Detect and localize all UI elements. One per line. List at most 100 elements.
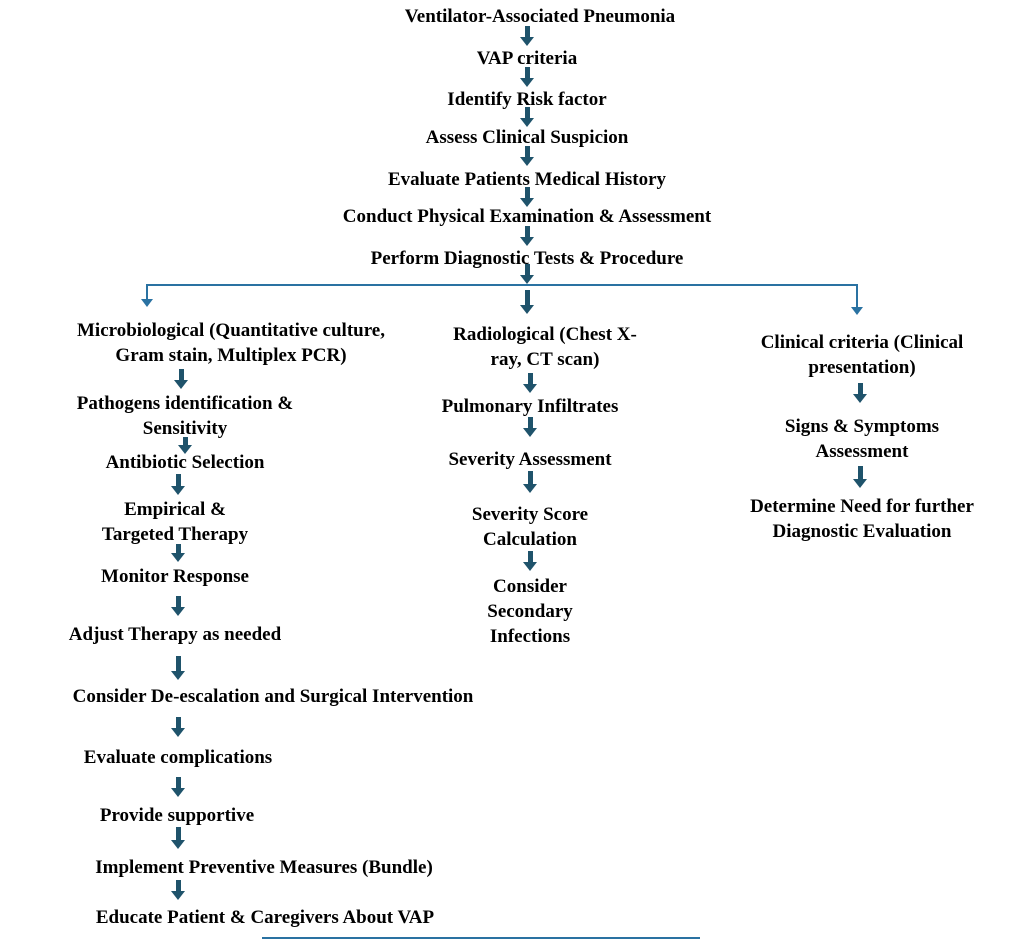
arrow-stem [527, 551, 533, 562]
arrow-down-icon [519, 290, 535, 314]
arrow-down-icon [519, 264, 535, 284]
branch-right-arrowhead-icon [851, 307, 863, 315]
step-identify-risk-factor: Identify Risk factor [447, 89, 607, 110]
step-clinical-criteria: Clinical criteria (Clinical presentation… [760, 332, 964, 378]
arrow-stem [527, 373, 533, 384]
branch-right-drop-line [856, 284, 858, 308]
step-educate-patient: Educate Patient & Caregivers About VAP [95, 907, 435, 928]
arrow-down-icon [519, 26, 535, 46]
step-microbiological: Microbiological (Quantitative culture, G… [76, 320, 385, 366]
arrow-stem [175, 544, 181, 553]
arrow-head [171, 788, 185, 797]
branch-left-drop-line [146, 284, 148, 300]
step-adjust-therapy: Adjust Therapy as needed [68, 624, 282, 645]
arrow-head [171, 486, 185, 495]
arrow-head [171, 553, 185, 562]
arrow-down-icon [170, 827, 186, 849]
step-antibiotic-selection: Antibiotic Selection [105, 452, 265, 473]
arrow-down-icon [519, 187, 535, 207]
bottom-border-line [262, 937, 700, 939]
arrow-stem [524, 187, 530, 198]
step-provide-supportive: Provide supportive [99, 805, 255, 826]
arrow-head [171, 671, 185, 680]
branch-left-arrowhead-icon [141, 299, 153, 307]
arrow-stem [524, 67, 530, 78]
arrow-down-icon [519, 107, 535, 127]
step-pulmonary-infiltrates: Pulmonary Infiltrates [441, 396, 619, 417]
arrow-down-icon [522, 471, 538, 493]
arrow-stem [175, 880, 181, 891]
step-deescalation-surgical: Consider De-escalation and Surgical Inte… [72, 686, 474, 707]
arrow-head [171, 840, 185, 849]
arrow-stem [527, 417, 533, 428]
arrow-head [171, 891, 185, 900]
arrow-down-icon [522, 373, 538, 393]
arrow-stem [175, 656, 181, 671]
step-diagnostic-tests: Perform Diagnostic Tests & Procedure [370, 248, 684, 269]
arrow-stem [175, 717, 181, 728]
arrow-head [520, 37, 534, 46]
arrow-down-icon [519, 67, 535, 87]
arrow-down-icon [170, 474, 186, 495]
arrow-down-icon [170, 777, 186, 797]
step-preventive-measures: Implement Preventive Measures (Bundle) [95, 857, 433, 878]
arrow-stem [175, 596, 181, 607]
arrow-head [171, 728, 185, 737]
arrow-stem [175, 777, 181, 788]
step-signs-symptoms-assessment: Signs & Symptoms Assessment [784, 416, 940, 462]
branch-horizontal-line [147, 284, 858, 286]
arrow-head [520, 237, 534, 246]
arrow-head [171, 607, 185, 616]
arrow-down-icon [519, 146, 535, 166]
arrow-stem [175, 827, 181, 840]
arrow-head [853, 394, 867, 403]
arrow-down-icon [519, 226, 535, 246]
step-evaluate-complications: Evaluate complications [83, 747, 273, 768]
step-consider-secondary-infections: Consider Secondary Infections [487, 576, 573, 647]
arrow-head [174, 380, 188, 389]
arrow-head [523, 562, 537, 571]
step-ventilator-associated-pneumonia: Ventilator-Associated Pneumonia [404, 6, 676, 27]
arrow-down-icon [170, 717, 186, 737]
arrow-down-icon [173, 369, 189, 389]
arrow-stem [524, 264, 530, 275]
arrow-down-icon [852, 466, 868, 488]
step-assess-clinical-suspicion: Assess Clinical Suspicion [425, 127, 629, 148]
arrow-down-icon [177, 437, 193, 454]
arrow-stem [857, 466, 863, 479]
arrow-stem [182, 437, 188, 445]
arrow-down-icon [522, 551, 538, 571]
arrow-head [523, 428, 537, 437]
arrow-head [853, 479, 867, 488]
arrow-stem [524, 107, 530, 118]
arrow-head [520, 275, 534, 284]
step-vap-criteria: VAP criteria [476, 48, 578, 69]
step-monitor-response: Monitor Response [101, 566, 249, 587]
arrow-head [520, 157, 534, 166]
arrow-stem [178, 369, 184, 380]
arrow-stem [524, 146, 530, 157]
arrow-down-icon [170, 596, 186, 616]
arrow-down-icon [170, 656, 186, 680]
arrow-head [520, 118, 534, 127]
arrow-stem [175, 474, 181, 486]
arrow-stem [857, 383, 863, 394]
arrow-stem [524, 226, 530, 237]
step-severity-score-calculation: Severity Score Calculation [471, 504, 589, 550]
arrow-head [520, 198, 534, 207]
arrow-head [523, 384, 537, 393]
arrow-down-icon [170, 544, 186, 562]
step-evaluate-medical-history: Evaluate Patients Medical History [387, 169, 667, 190]
arrow-stem [524, 26, 530, 37]
arrow-head [178, 445, 192, 454]
step-determine-further-evaluation: Determine Need for further Diagnostic Ev… [750, 496, 974, 542]
step-physical-examination: Conduct Physical Examination & Assessmen… [342, 206, 712, 227]
arrow-stem [527, 471, 533, 484]
arrow-head [520, 78, 534, 87]
arrow-head [520, 305, 534, 314]
step-pathogens-identification: Pathogens identification & Sensitivity [76, 393, 294, 439]
step-severity-assessment: Severity Assessment [448, 449, 612, 470]
arrow-down-icon [522, 417, 538, 437]
arrow-down-icon [170, 880, 186, 900]
arrow-stem [524, 290, 530, 305]
